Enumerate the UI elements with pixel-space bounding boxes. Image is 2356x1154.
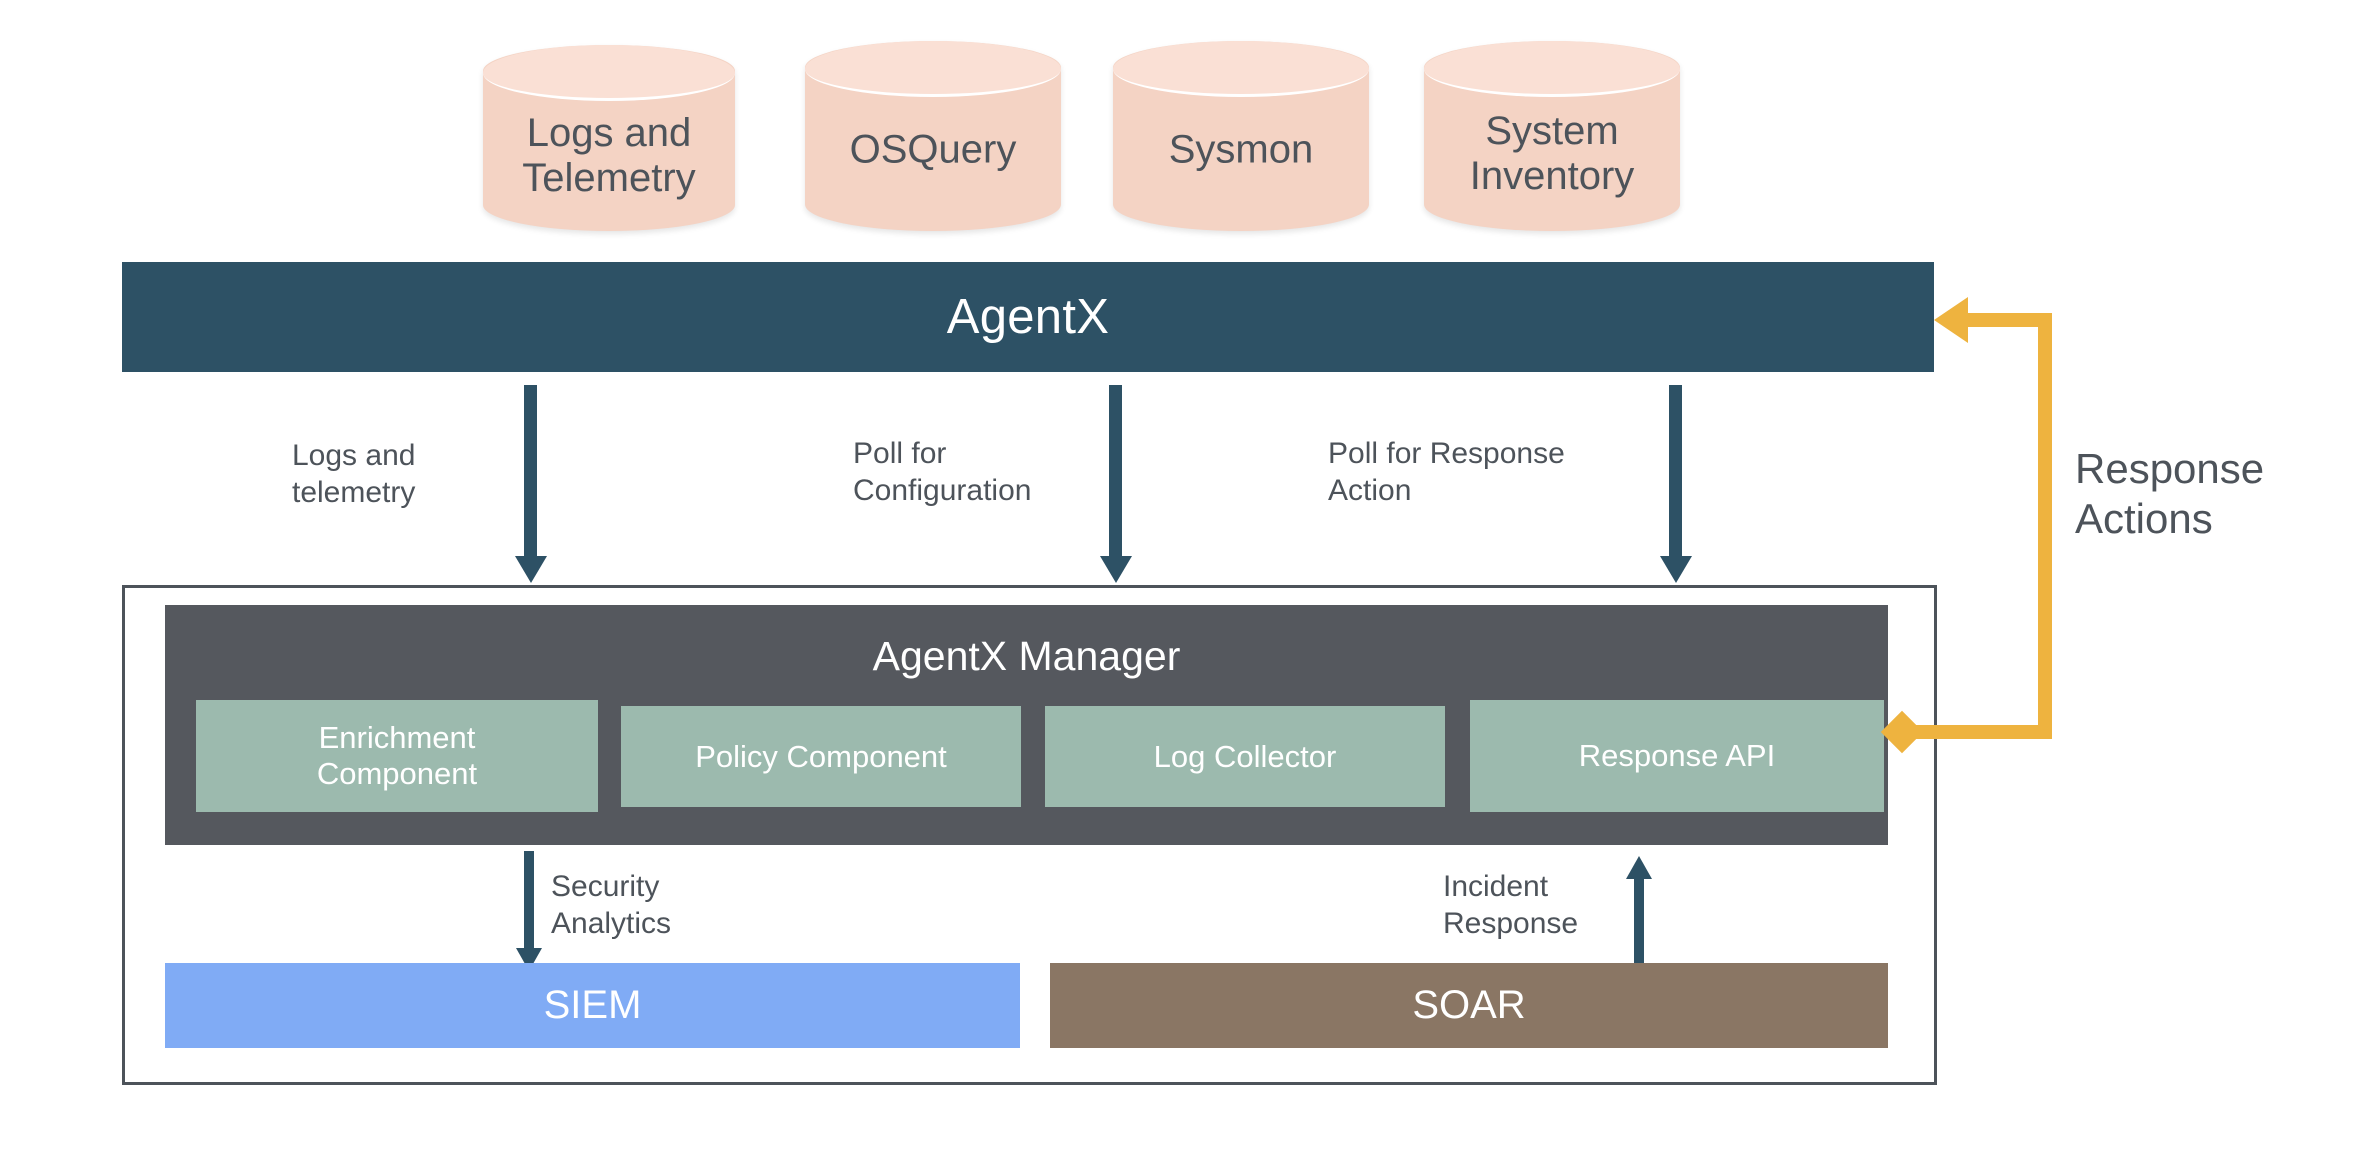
siem-box[interactable]: SIEM [165,963,1020,1048]
source-cylinder-osquery: OSQuery [805,41,1061,231]
flow-label-incident-response: Incident Response [1443,870,1579,940]
response-actions-label: Response Actions [2075,445,2265,543]
flow-arrow-poll-for-response-action [1669,385,1682,557]
source-label: Logs and Telemetry [522,110,696,200]
response-path-vertical [2038,313,2052,739]
flow-arrow-security-analytics [524,851,534,949]
agentx-manager-title: AgentX Manager [872,633,1181,679]
source-label: Sysmon [1168,127,1314,172]
response-path-horizontal-bottom [1900,725,2052,739]
source-cylinder-system-inventory: System Inventory [1424,41,1680,231]
cylinder-top-cap [805,41,1061,97]
flow-arrow-poll-for-configuration [1109,385,1122,557]
component-policy-component[interactable]: Policy Component [621,706,1021,807]
soar-box[interactable]: SOAR [1050,963,1888,1048]
source-cylinder-sysmon: Sysmon [1113,41,1369,231]
flow-label-logs-and-telemetry: Logs and telemetry [292,439,416,509]
flow-arrow-incident-response [1634,878,1644,974]
response-path-horizontal-top [1962,313,2052,327]
cylinder-top-cap [483,45,735,101]
component-enrichment-component[interactable]: Enrichment Component [196,700,598,812]
flow-label-security-analytics: Security Analytics [551,870,672,940]
component-response-api[interactable]: Response API [1470,700,1884,812]
flow-label-poll-for-response-action: Poll for Response Action [1328,437,1565,507]
response-path-arrowhead-icon [1934,297,1968,343]
source-label: System Inventory [1469,108,1635,198]
component-log-collector[interactable]: Log Collector [1045,706,1445,807]
flow-label-poll-for-configuration: Poll for Configuration [853,437,1032,507]
agentx-title: AgentX [946,290,1110,344]
source-cylinder-logs-and-telemetry: Logs and Telemetry [483,45,735,231]
cylinder-top-cap [1424,41,1680,97]
cylinder-top-cap [1113,41,1369,97]
flow-arrow-logs-and-telemetry [524,385,537,557]
agentx-bar: AgentX [122,262,1934,372]
source-label: OSQuery [849,127,1017,172]
